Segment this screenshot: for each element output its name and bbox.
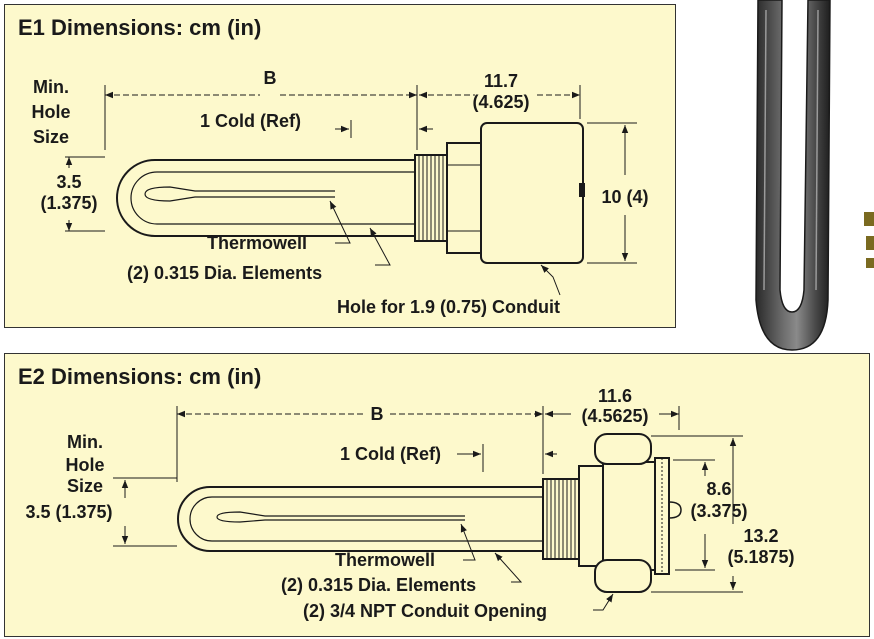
- e2-conduit-boss-bottom: [594, 559, 652, 593]
- e1-thread-lines: [418, 155, 444, 241]
- e2-min-hole-label-3: Size: [67, 476, 103, 496]
- e1-cold-label: 1 Cold (Ref): [200, 111, 301, 131]
- e1-hex-nut: [446, 142, 482, 254]
- e2-dim-b-in: (5.1875): [727, 547, 794, 567]
- e2-dim-b: 13.2: [743, 526, 778, 546]
- e2-u-tube-inner: [189, 496, 545, 542]
- e1-hole-dia-in: (1.375): [40, 193, 97, 213]
- e1-housing-length: 11.7: [484, 71, 518, 91]
- e2-housing-length: 11.6: [598, 386, 632, 406]
- e2-min-hole-label-2: Hole: [65, 455, 104, 475]
- e2-conduit-label: (2) 3/4 NPT Conduit Opening: [303, 601, 547, 621]
- e2-thermowell-shape: [216, 511, 465, 523]
- e2-dimensions-panel: E2 Dimensions: cm (in) Min. H: [4, 353, 870, 637]
- e1-dimensions-panel: E1 Dimensions: cm (in) Min. Hole Si: [4, 4, 676, 328]
- e1-min-hole-label-2: Hole: [31, 102, 70, 122]
- e1-b-label: B: [264, 68, 277, 88]
- e2-housing-length-in: (4.5625): [581, 406, 648, 426]
- e2-conduit-boss-top: [594, 433, 652, 465]
- e2-cold-label: 1 Cold (Ref): [340, 444, 441, 464]
- e1-housing-height: 10 (4): [601, 187, 648, 207]
- e2-hole-dia: 3.5 (1.375): [25, 502, 112, 522]
- e1-min-hole-label-1: Min.: [33, 77, 69, 97]
- heating-element-photo: [755, 0, 831, 351]
- e1-u-tube: [116, 159, 415, 237]
- e2-threaded-fitting: [542, 478, 580, 560]
- e2-dim-a-in: (3.375): [690, 501, 747, 521]
- e1-u-tube-inner: [130, 171, 415, 225]
- cropped-text-glyph: [864, 212, 874, 268]
- e1-hole-dia: 3.5: [56, 172, 81, 192]
- e1-housing: [480, 122, 584, 264]
- e2-u-tube: [177, 486, 545, 552]
- e2-elements-label: (2) 0.315 Dia. Elements: [281, 575, 476, 595]
- e1-title: E1 Dimensions: cm (in): [18, 15, 262, 40]
- e2-hex-nut: [578, 465, 604, 567]
- e2-min-hole-label-1: Min.: [67, 432, 103, 452]
- e2-title: E2 Dimensions: cm (in): [18, 364, 262, 389]
- e2-dim-a: 8.6: [706, 479, 731, 499]
- e1-diagram: Min. Hole Size 3.5 (1.375) B 11.7 (4.625…: [31, 68, 648, 317]
- e1-elements-label: (2) 0.315 Dia. Elements: [127, 263, 322, 283]
- e1-conduit-label: Hole for 1.9 (0.75) Conduit: [337, 297, 560, 317]
- e1-min-hole-label-3: Size: [33, 127, 69, 147]
- e2-thermowell-label: Thermowell: [335, 550, 435, 570]
- e2-diagram: Min. Hole Size 3.5 (1.375) B 11.6 (4.562…: [25, 386, 794, 621]
- e1-thermowell-shape: [144, 186, 335, 202]
- e1-thermowell-label: Thermowell: [207, 233, 307, 253]
- e2-housing: [602, 461, 656, 571]
- e2-b-label: B: [371, 404, 384, 424]
- e1-housing-length-in: (4.625): [472, 92, 529, 112]
